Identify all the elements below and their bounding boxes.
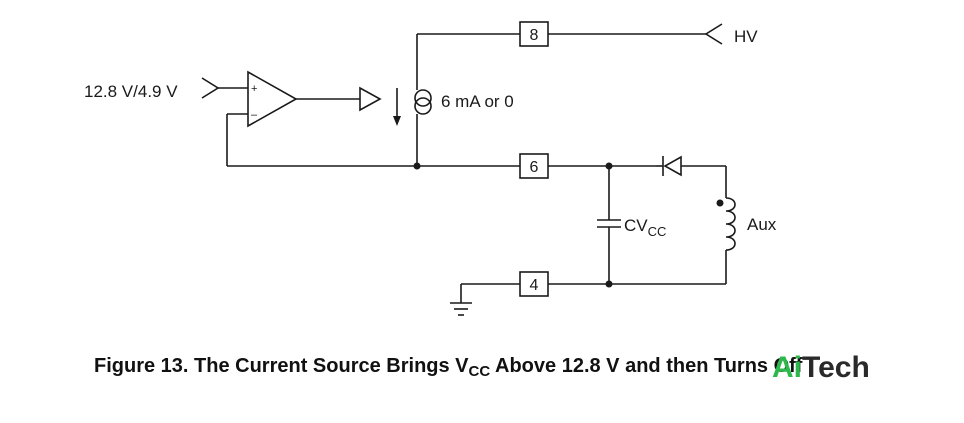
watermark-logo: AiTech (772, 351, 870, 384)
pin8-box (519, 21, 549, 47)
pin8-label: 8 (530, 27, 539, 44)
comparator (247, 70, 298, 128)
pin6-box (519, 153, 549, 179)
aux-inductor-icon (725, 197, 736, 251)
caption-part2: Above 12.8 V and then Turns Off (490, 355, 803, 377)
figure-caption: Figure 13. The Current Source Brings VCC… (94, 355, 803, 380)
ground-icon (450, 302, 472, 316)
cvcc-label: CVCC (624, 216, 666, 239)
winding-polarity-dot (716, 199, 724, 207)
current-source-circle-2 (414, 97, 432, 115)
comparator-plus-sign: + (251, 83, 257, 95)
current-label: 6 mA or 0 (441, 92, 514, 111)
caption-part1: Figure 13. The Current Source Brings V (94, 355, 469, 377)
hv-terminal (704, 23, 723, 45)
caption-subscript: CC (469, 363, 491, 380)
pin6-label: 6 (530, 159, 539, 176)
input-terminal (201, 77, 220, 99)
current-direction-arrow-icon (393, 116, 401, 126)
hv-label: HV (734, 27, 758, 46)
watermark-first: Ai (772, 351, 802, 384)
current-source-circle-1 (414, 89, 432, 107)
junction-node-source (413, 162, 421, 170)
cvcc-main: CV (624, 216, 648, 235)
input-label: 12.8 V/4.9 V (84, 82, 178, 101)
watermark-rest: Tech (802, 351, 870, 384)
comparator-minus-sign: – (251, 109, 258, 121)
diode-icon (663, 155, 682, 177)
pin4-label: 4 (530, 277, 539, 294)
cvcc-subscript: CC (648, 224, 667, 239)
aux-label: Aux (747, 215, 777, 234)
buffer-triangle (359, 86, 382, 112)
